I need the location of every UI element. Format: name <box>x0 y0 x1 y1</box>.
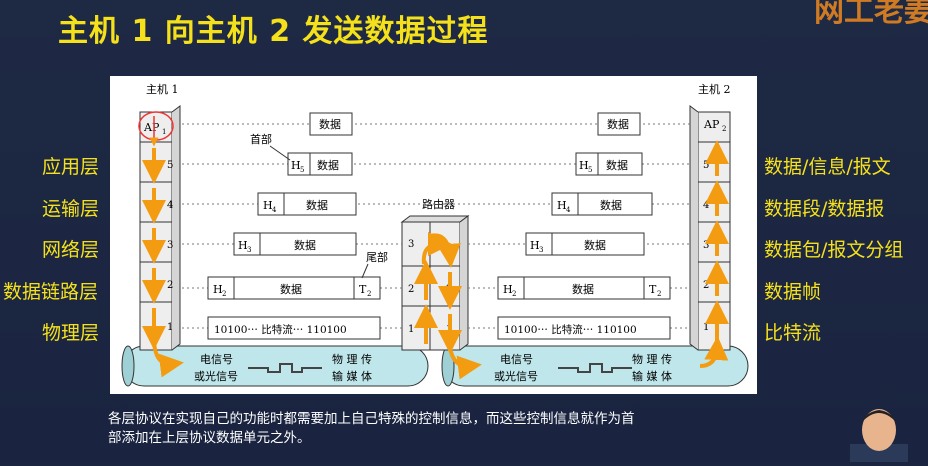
host1-layer1-num: 1 <box>167 322 173 333</box>
diagram-panel: 电信号 或光信号 物 理 传 输 媒 体 电信号 或光信号 物 理 传 输 媒 … <box>110 76 757 394</box>
footer-caption: 各层协议在实现自己的功能时都需要加上自己特殊的控制信息，而这些控制信息就作为首 … <box>108 410 748 448</box>
left-pdu-boxes <box>207 112 381 340</box>
host2-entry-arrow <box>699 336 729 368</box>
unit-label-bitstream: 比特流 <box>764 322 822 344</box>
ap1-label: AP <box>143 121 160 134</box>
left-h4: H <box>263 199 273 212</box>
page-title: 主机 1 向主机 2 发送数据过程 <box>58 14 489 49</box>
left-h2: H <box>213 283 223 296</box>
right-h5-sub: 5 <box>588 166 592 174</box>
host1-layer3-num: 3 <box>167 240 173 251</box>
left-t2-sub: 2 <box>367 290 371 298</box>
right-h4: H <box>557 199 567 212</box>
host2-layer1-num: 1 <box>703 322 709 333</box>
layer-label-application: 应用层 <box>42 156 100 178</box>
unit-label-segment: 数据段/数据报 <box>764 198 885 220</box>
unit-label-frame: 数据帧 <box>764 281 822 303</box>
left-data-l2: 数据 <box>294 238 316 252</box>
right-h4-sub: 4 <box>566 206 571 214</box>
trailer-label: 尾部 <box>366 250 388 264</box>
router-layer2-num-left: 2 <box>408 284 414 295</box>
signal-label-1-right: 电信号 <box>500 353 533 366</box>
left-data-l3: 数据 <box>306 198 328 212</box>
layer-label-transport: 运输层 <box>42 198 100 220</box>
right-data-l5: 数据 <box>607 117 629 131</box>
ap1-subscript: 1 <box>162 128 166 136</box>
unit-label-packet: 数据包/报文分组 <box>764 239 904 261</box>
host1-label: 主机 1 <box>146 82 179 96</box>
router-arrows <box>414 232 482 380</box>
host1-layer4-num: 4 <box>167 200 173 211</box>
presenter-avatar <box>846 404 912 462</box>
media-label-2-right: 输 媒 体 <box>632 369 672 383</box>
layer-label-network: 网络层 <box>42 239 100 261</box>
ap2-label: AP <box>703 118 720 131</box>
signal-label-1-left: 电信号 <box>200 353 233 366</box>
signal-wave-left <box>248 363 322 373</box>
left-data-l5: 数据 <box>319 117 341 131</box>
right-t2-sub: 2 <box>657 290 661 298</box>
host2-layer3-num: 3 <box>703 240 709 251</box>
host1-layer5-num: 5 <box>167 160 173 171</box>
signal-wave-right <box>558 363 632 373</box>
cable-left <box>121 345 429 387</box>
host2-layer2-num: 2 <box>703 280 709 291</box>
signal-label-2-right: 或光信号 <box>494 369 538 383</box>
left-bitstream: 10100⋯ 比特流⋯ 110100 <box>214 323 347 336</box>
right-bitstream: 10100⋯ 比特流⋯ 110100 <box>504 323 637 336</box>
footer-line-2: 部添加在上层协议数据单元之外。 <box>108 430 311 446</box>
right-t2: T <box>649 283 657 296</box>
left-h3-sub: 3 <box>247 246 251 254</box>
right-pdu-boxes <box>497 112 671 340</box>
ap2-subscript: 2 <box>722 125 726 133</box>
host1-exit-arrow <box>152 341 184 378</box>
layer-label-physical: 物理层 <box>42 322 100 344</box>
router-layer1-num-left: 1 <box>408 324 414 335</box>
trailer-pointer <box>361 263 369 279</box>
left-h2-sub: 2 <box>222 290 226 298</box>
peer-dotted-lines <box>182 123 690 329</box>
left-data-l1: 数据 <box>280 282 302 296</box>
host2-stack <box>689 105 731 351</box>
unit-label-message: 数据/信息/报文 <box>764 156 891 178</box>
host1-layer2-num: 2 <box>167 280 173 291</box>
left-h4-sub: 4 <box>272 206 277 214</box>
brand-watermark: 网工老姜 <box>814 0 928 29</box>
left-t2: T <box>359 283 367 296</box>
right-h3: H <box>530 239 540 252</box>
right-data-l3: 数据 <box>600 198 622 212</box>
signal-label-2-left: 或光信号 <box>194 369 238 383</box>
left-h5: H <box>291 159 301 172</box>
right-h5: H <box>579 159 589 172</box>
right-h3-sub: 3 <box>539 246 543 254</box>
host2-layer5-num: 5 <box>703 160 709 171</box>
media-label-2-left: 输 媒 体 <box>332 369 372 383</box>
left-h5-sub: 5 <box>300 166 304 174</box>
media-label-1-right: 物 理 传 <box>632 352 672 366</box>
header-pointer <box>269 145 291 161</box>
right-data-l4: 数据 <box>606 158 628 172</box>
left-data-l4: 数据 <box>317 158 339 172</box>
host1-stack <box>139 105 181 351</box>
right-h2: H <box>503 283 513 296</box>
right-data-l1: 数据 <box>572 282 594 296</box>
header-label: 首部 <box>250 132 272 146</box>
left-h3: H <box>238 239 248 252</box>
layer-label-datalink: 数据链路层 <box>3 281 99 303</box>
right-data-l2: 数据 <box>584 238 606 252</box>
host2-layer4-num: 4 <box>703 200 709 211</box>
router-layer3-num: 3 <box>408 239 414 250</box>
right-h2-sub: 2 <box>512 290 516 298</box>
media-label-1-left: 物 理 传 <box>332 352 372 366</box>
host2-label: 主机 2 <box>698 82 731 96</box>
footer-line-1: 各层协议在实现自己的功能时都需要加上自己特殊的控制信息，而这些控制信息就作为首 <box>108 411 635 427</box>
